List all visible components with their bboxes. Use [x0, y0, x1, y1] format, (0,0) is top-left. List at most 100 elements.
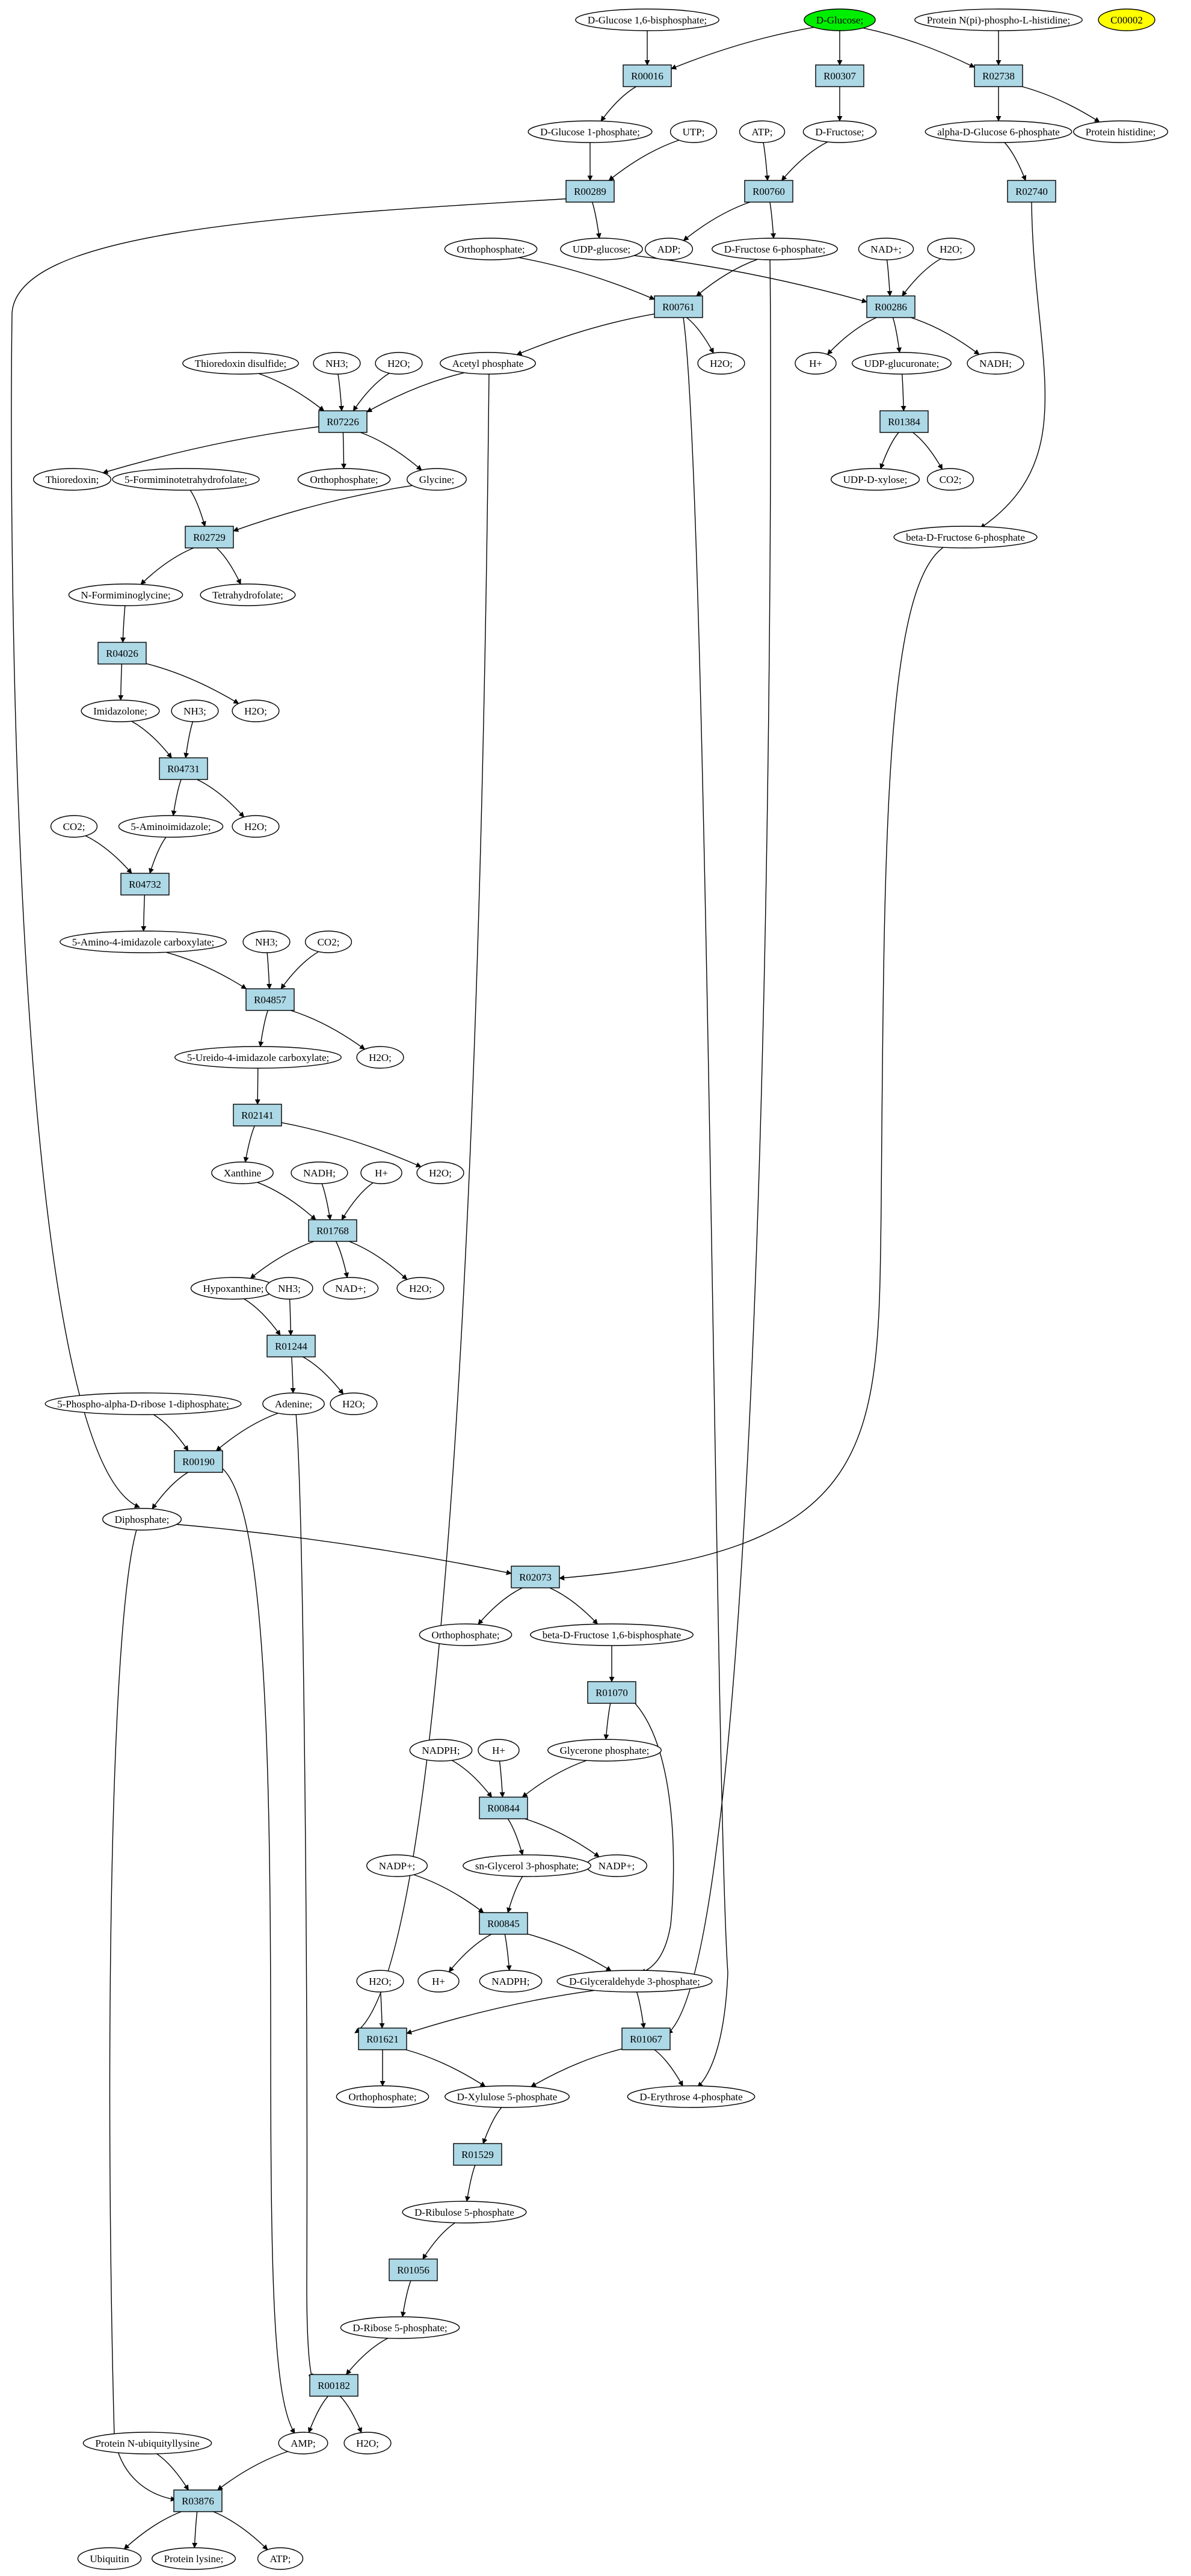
compound-node-e4p[interactable]: D-Erythrose 4-phosphate: [627, 2085, 756, 2108]
compound-node-glc16bp[interactable]: D-Glucose 1,6-bisphosphate;: [575, 8, 719, 31]
compound-node-h2o11[interactable]: H2O;: [343, 2432, 392, 2455]
reaction-node-r02073[interactable]: R02073: [511, 1566, 560, 1588]
compound-node-5ai[interactable]: 5-Aminoimidazole;: [118, 815, 224, 838]
reaction-node-r00182[interactable]: R00182: [309, 2374, 359, 2397]
reaction-node-r02141[interactable]: R02141: [233, 1104, 282, 1127]
compound-node-nadpp1[interactable]: NADP+;: [585, 1854, 648, 1877]
compound-node-co2a[interactable]: CO2;: [926, 468, 974, 491]
compound-node-h2o5[interactable]: H2O;: [232, 815, 280, 838]
compound-node-nh3c[interactable]: NH3;: [242, 930, 291, 953]
compound-node-atp2[interactable]: ATP;: [257, 2547, 304, 2570]
compound-node-trx_ss[interactable]: Thioredoxin disulfide;: [182, 352, 299, 375]
compound-node-nadp2[interactable]: NAD+;: [322, 1277, 379, 1300]
compound-node-udpglcur[interactable]: UDP-glucuronate;: [851, 352, 952, 375]
compound-node-ubq[interactable]: Ubiquitin: [77, 2547, 142, 2570]
compound-node-h2o1[interactable]: H2O;: [927, 238, 975, 260]
compound-node-nh3d[interactable]: NH3;: [265, 1277, 313, 1300]
compound-node-ortho2[interactable]: Orthophosphate;: [297, 468, 391, 491]
compound-node-prpp[interactable]: 5-Phospho-alpha-D-ribose 1-diphosphate;: [45, 1392, 242, 1415]
compound-node-h2o3[interactable]: H2O;: [697, 352, 745, 375]
reaction-node-r01768[interactable]: R01768: [308, 1219, 357, 1242]
compound-node-co2c[interactable]: CO2;: [304, 930, 352, 953]
compound-node-amp[interactable]: AMP;: [278, 2432, 328, 2455]
reaction-node-r01056[interactable]: R01056: [389, 2258, 438, 2281]
compound-node-nfgly[interactable]: N-Formiminoglycine;: [68, 583, 183, 606]
compound-node-r5p[interactable]: D-Ribose 5-phosphate;: [340, 2316, 460, 2339]
compound-node-h2o9[interactable]: H2O;: [330, 1392, 378, 1415]
compound-node-utp[interactable]: UTP;: [669, 120, 718, 143]
compound-node-g1p[interactable]: D-Glucose 1-phosphate;: [528, 120, 653, 143]
compound-node-trx[interactable]: Thioredoxin;: [32, 468, 112, 491]
reaction-node-r00761[interactable]: R00761: [654, 295, 703, 318]
compound-node-bf16bp[interactable]: beta-D-Fructose 1,6-bisphosphate: [530, 1623, 694, 1646]
compound-node-gly[interactable]: Glycine;: [407, 468, 467, 491]
compound-node-co2b[interactable]: CO2;: [50, 815, 98, 838]
reaction-node-r01384[interactable]: R01384: [879, 410, 929, 433]
reaction-node-r00289[interactable]: R00289: [565, 180, 615, 203]
reaction-node-r07226[interactable]: R07226: [318, 410, 368, 433]
reaction-node-r00286[interactable]: R00286: [866, 295, 916, 318]
reaction-node-r00190[interactable]: R00190: [174, 1450, 223, 1473]
compound-node-ppi[interactable]: Diphosphate;: [102, 1508, 182, 1531]
compound-node-udpxyl[interactable]: UDP-D-xylose;: [830, 468, 920, 491]
compound-node-udpglc[interactable]: UDP-glucose;: [560, 238, 643, 260]
compound-node-ortho1[interactable]: Orthophosphate;: [444, 238, 538, 260]
reaction-node-r00844[interactable]: R00844: [479, 1797, 528, 1819]
compound-node-h2o2[interactable]: H2O;: [375, 352, 423, 375]
reaction-node-r00760[interactable]: R00760: [744, 180, 793, 203]
compound-node-protub[interactable]: Protein N-ubiquityllysine: [82, 2432, 212, 2455]
reaction-node-r00016[interactable]: R00016: [623, 64, 672, 87]
compound-node-h2o6[interactable]: H2O;: [356, 1046, 404, 1069]
compound-node-protlys[interactable]: Protein lysine;: [151, 2547, 236, 2570]
reaction-node-r01621[interactable]: R01621: [358, 2027, 407, 2050]
reaction-node-r01070[interactable]: R01070: [587, 1681, 636, 1704]
reaction-node-r01244[interactable]: R01244: [266, 1335, 316, 1357]
compound-node-5fthf[interactable]: 5-Formiminotetrahydrofolate;: [112, 468, 260, 491]
reaction-node-r01067[interactable]: R01067: [621, 2027, 671, 2050]
compound-node-nadph2[interactable]: NADPH;: [479, 1970, 543, 1993]
reaction-node-r00307[interactable]: R00307: [815, 64, 864, 87]
compound-node-hplus3[interactable]: H+: [478, 1739, 520, 1762]
reaction-node-r03876[interactable]: R03876: [173, 2489, 223, 2512]
compound-node-h2o7[interactable]: H2O;: [416, 1161, 464, 1184]
compound-node-xu5p[interactable]: D-Xylulose 5-phosphate: [444, 2085, 570, 2108]
reaction-node-r02729[interactable]: R02729: [185, 526, 234, 549]
compound-node-ortho3[interactable]: Orthophosphate;: [419, 1623, 512, 1646]
reaction-node-r02740[interactable]: R02740: [1007, 180, 1056, 203]
reaction-node-r00845[interactable]: R00845: [479, 1912, 528, 1935]
compound-node-dhap[interactable]: Glycerone phosphate;: [547, 1739, 662, 1762]
compound-node-bf6p[interactable]: beta-D-Fructose 6-phosphate: [893, 526, 1038, 549]
compound-node-imid[interactable]: Imidazolone;: [81, 699, 160, 722]
compound-node-fructose[interactable]: D-Fructose;: [802, 120, 877, 143]
reaction-node-r02738[interactable]: R02738: [974, 64, 1023, 87]
compound-node-nadph1[interactable]: NADPH;: [409, 1739, 473, 1762]
compound-node-ru5p[interactable]: D-Ribulose 5-phosphate: [402, 2201, 527, 2224]
compound-node-h2o4[interactable]: H2O;: [232, 699, 280, 722]
compound-node-adp[interactable]: ADP;: [644, 238, 694, 260]
reaction-node-r04731[interactable]: R04731: [159, 757, 208, 780]
compound-node-hypox[interactable]: Hypoxanthine;: [190, 1277, 277, 1300]
compound-node-ag6p[interactable]: alpha-D-Glucose 6-phosphate: [925, 120, 1073, 143]
compound-node-nh3a[interactable]: NH3;: [313, 352, 361, 375]
compound-node-thf[interactable]: Tetrahydrofolate;: [200, 583, 296, 606]
compound-node-f6p[interactable]: D-Fructose 6-phosphate;: [712, 238, 838, 260]
reaction-node-r04732[interactable]: R04732: [120, 873, 170, 896]
compound-node-gap[interactable]: D-Glyceraldehyde 3-phosphate;: [556, 1970, 713, 1993]
compound-node-npphis[interactable]: Protein N(pi)-phospho-L-histidine;: [914, 8, 1083, 31]
compound-node-g3p[interactable]: sn-Glycerol 3-phosphate;: [463, 1854, 591, 1877]
compound-node-nadh2[interactable]: NADH;: [291, 1161, 348, 1184]
compound-node-5a4ic[interactable]: 5-Amino-4-imidazole carboxylate;: [60, 930, 227, 953]
compound-node-acp[interactable]: Acetyl phosphate: [440, 352, 536, 375]
compound-node-nadh1[interactable]: NADH;: [967, 352, 1024, 375]
compound-node-nadp1[interactable]: NAD+;: [858, 238, 914, 260]
compound-node-5u4ic[interactable]: 5-Ureido-4-imidazole carboxylate;: [174, 1046, 342, 1069]
compound-node-atp1[interactable]: ATP;: [739, 120, 786, 143]
compound-node-xan[interactable]: Xanthine: [211, 1161, 274, 1184]
reaction-node-r04857[interactable]: R04857: [245, 988, 295, 1011]
compound-node-hplus2[interactable]: H+: [360, 1161, 402, 1184]
compound-node-ade[interactable]: Adenine;: [262, 1392, 325, 1415]
compound-node-hplus1[interactable]: H+: [795, 352, 837, 375]
compound-node-h2o8[interactable]: H2O;: [396, 1277, 445, 1300]
compound-node-c00002[interactable]: C00002: [1098, 8, 1156, 31]
reaction-node-r04026[interactable]: R04026: [97, 642, 147, 665]
